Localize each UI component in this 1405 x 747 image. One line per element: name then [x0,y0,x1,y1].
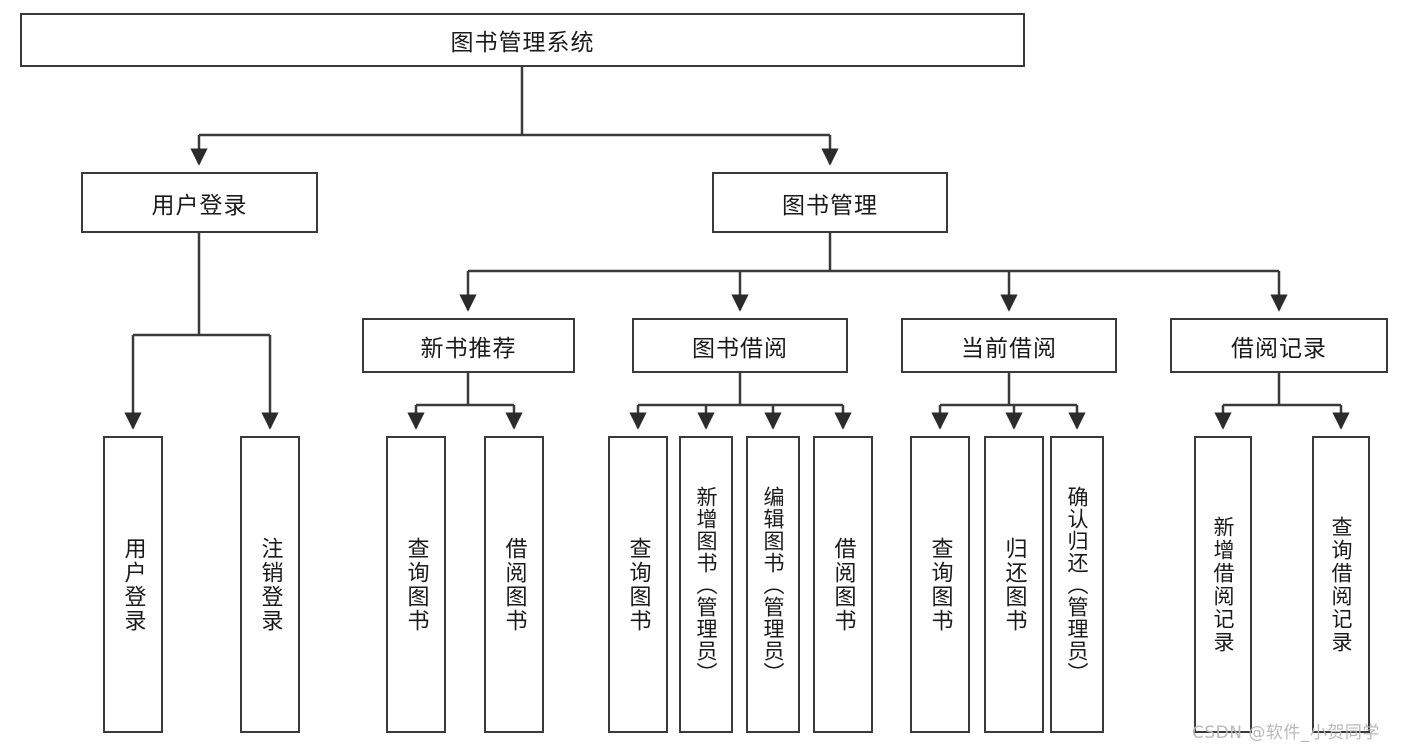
node-leaf-add-book-admin-label: 新增图书（管理员） [694,485,719,684]
node-leaf-user-login[interactable]: 用户登录 [103,436,163,733]
node-leaf-edit-book-admin[interactable]: 编辑图书（管理员） [746,436,800,733]
node-new-book-rec[interactable]: 新书推荐 [362,318,575,373]
node-root[interactable]: 图书管理系统 [20,13,1025,67]
node-leaf-query-borrow-record[interactable]: 查询借阅记录 [1312,436,1370,733]
node-user-login[interactable]: 用户登录 [81,172,318,233]
node-book-manage[interactable]: 图书管理 [712,172,948,233]
node-leaf-borrow-book-1[interactable]: 借阅图书 [484,436,544,733]
node-leaf-user-logout-label: 注销登录 [257,536,283,633]
node-book-manage-label: 图书管理 [782,192,878,219]
node-current-borrow-label: 当前借阅 [961,335,1057,362]
node-borrow-record[interactable]: 借阅记录 [1170,318,1388,373]
node-leaf-user-login-label: 用户登录 [120,536,146,633]
node-leaf-query-book-3[interactable]: 查询图书 [910,436,970,733]
node-new-book-rec-label: 新书推荐 [420,335,517,362]
node-leaf-add-book-admin[interactable]: 新增图书（管理员） [679,436,733,733]
node-leaf-query-borrow-record-label: 查询借阅记录 [1329,515,1354,654]
node-leaf-confirm-return-admin-label: 确认归还（管理员） [1065,485,1090,684]
csdn-watermark: CSDN @软件_小贺同学 [1192,723,1380,743]
node-leaf-borrow-book-2[interactable]: 借阅图书 [813,436,873,733]
node-leaf-confirm-return-admin[interactable]: 确认归还（管理员） [1050,436,1104,733]
node-leaf-add-borrow-record-label: 新增借阅记录 [1211,515,1236,654]
node-leaf-query-book-1[interactable]: 查询图书 [386,436,446,733]
node-leaf-user-logout[interactable]: 注销登录 [240,436,300,733]
node-leaf-borrow-book-2-label: 借阅图书 [830,536,856,633]
node-leaf-query-book-3-label: 查询图书 [927,536,953,633]
node-user-login-label: 用户登录 [151,192,248,219]
node-book-borrow-label: 图书借阅 [692,335,788,362]
node-leaf-borrow-book-1-label: 借阅图书 [501,536,527,633]
node-borrow-record-label: 借阅记录 [1231,335,1327,362]
node-book-borrow[interactable]: 图书借阅 [632,318,848,373]
node-leaf-return-book-label: 归还图书 [1001,536,1027,633]
node-leaf-add-borrow-record[interactable]: 新增借阅记录 [1194,436,1252,733]
node-leaf-return-book[interactable]: 归还图书 [984,436,1044,733]
node-leaf-query-book-2-label: 查询图书 [625,536,651,633]
node-leaf-query-book-2[interactable]: 查询图书 [608,436,668,733]
node-leaf-edit-book-admin-label: 编辑图书（管理员） [761,485,786,684]
node-current-borrow[interactable]: 当前借阅 [901,318,1117,373]
node-root-label: 图书管理系统 [450,30,595,56]
node-leaf-query-book-1-label: 查询图书 [403,536,429,633]
